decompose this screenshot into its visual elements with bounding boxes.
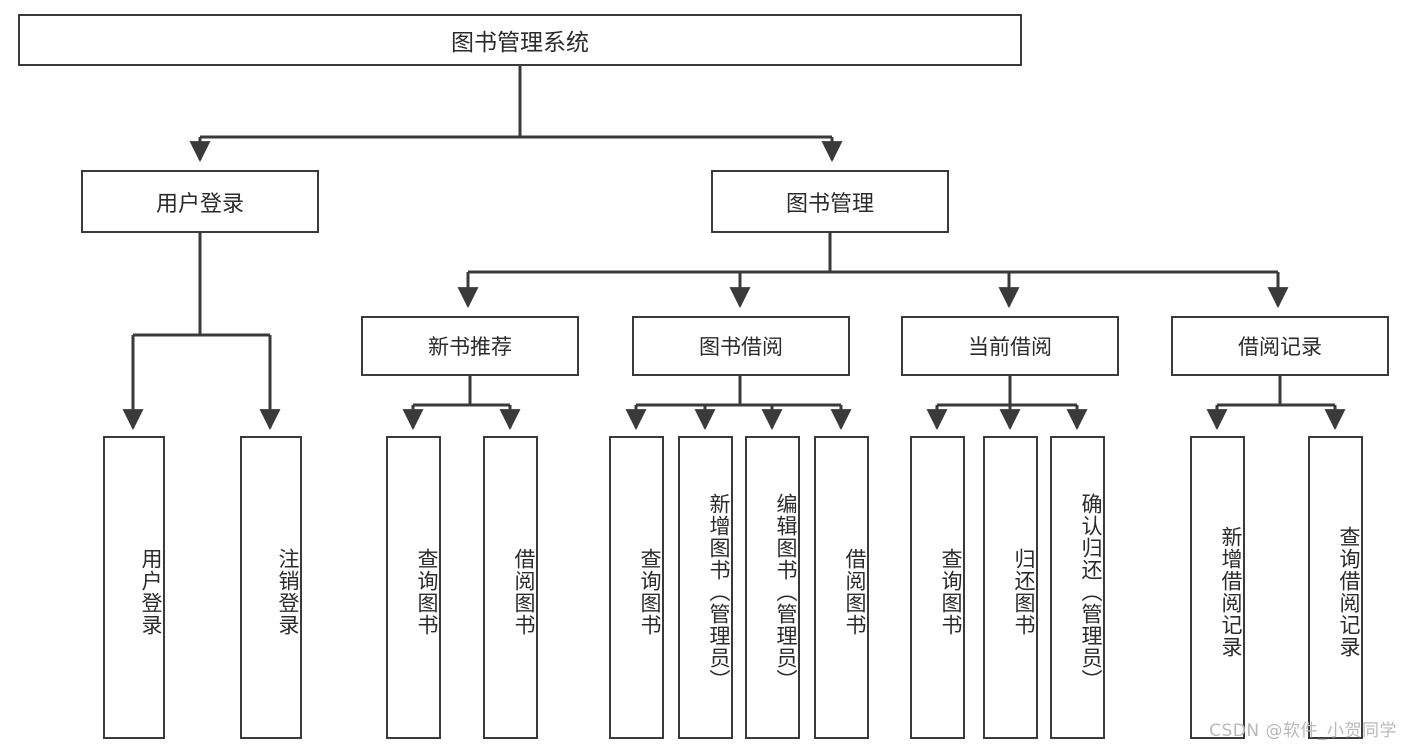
node-leaf-query-record[interactable]: 查询借阅记录 [1308,436,1363,739]
node-leaf-add-record[interactable]: 新增借阅记录 [1190,436,1245,739]
node-leaf-query-book-1[interactable]: 查询图书 [386,436,441,739]
node-leaf-query-book-2[interactable]: 查询图书 [609,436,664,739]
node-leaf-query-book-3-label: 查询图书 [939,547,963,636]
node-leaf-logout-label: 注销登录 [276,547,300,636]
node-leaf-user-login[interactable]: 用户登录 [103,436,165,739]
node-leaf-user-login-label: 用户登录 [139,547,163,636]
node-leaf-borrow-book-2-label: 借阅图书 [843,547,867,636]
node-leaf-query-book-1-label: 查询图书 [415,547,439,636]
node-leaf-return-book-label: 归还图书 [1012,547,1036,636]
node-book-manage[interactable]: 图书管理 [711,170,949,233]
node-leaf-edit-book-label: 编辑图书（管理员） [774,492,798,691]
node-book-borrow[interactable]: 图书借阅 [632,316,850,376]
node-user-login[interactable]: 用户登录 [81,170,319,233]
watermark-text: CSDN @软件_小贺同学 [1209,721,1397,741]
node-leaf-add-book-label: 新增图书（管理员） [707,492,731,691]
node-new-book-rec-label: 新书推荐 [428,335,512,359]
node-leaf-borrow-book-2[interactable]: 借阅图书 [814,436,869,739]
node-leaf-query-record-label: 查询借阅记录 [1337,525,1361,658]
node-leaf-add-book[interactable]: 新增图书（管理员） [678,436,733,739]
node-leaf-borrow-book-1-label: 借阅图书 [512,547,536,636]
node-leaf-return-book[interactable]: 归还图书 [983,436,1038,739]
node-borrow-record-label: 借阅记录 [1238,335,1322,359]
node-book-manage-label: 图书管理 [785,191,874,217]
node-user-login-label: 用户登录 [155,191,244,217]
node-current-borrow[interactable]: 当前借阅 [901,316,1119,376]
node-leaf-add-record-label: 新增借阅记录 [1219,525,1243,658]
node-leaf-confirm-return[interactable]: 确认归还（管理员） [1050,436,1105,739]
node-leaf-query-book-3[interactable]: 查询图书 [910,436,965,739]
node-leaf-edit-book[interactable]: 编辑图书（管理员） [745,436,800,739]
node-leaf-confirm-return-label: 确认归还（管理员） [1079,492,1103,691]
node-borrow-record[interactable]: 借阅记录 [1171,316,1389,376]
node-book-borrow-label: 图书借阅 [699,335,783,359]
node-current-borrow-label: 当前借阅 [968,335,1052,359]
node-root[interactable]: 图书管理系统 [18,14,1022,66]
node-leaf-borrow-book-1[interactable]: 借阅图书 [483,436,538,739]
node-root-label: 图书管理系统 [451,30,589,56]
node-leaf-query-book-2-label: 查询图书 [638,547,662,636]
node-leaf-logout[interactable]: 注销登录 [240,436,302,739]
node-new-book-rec[interactable]: 新书推荐 [361,316,579,376]
